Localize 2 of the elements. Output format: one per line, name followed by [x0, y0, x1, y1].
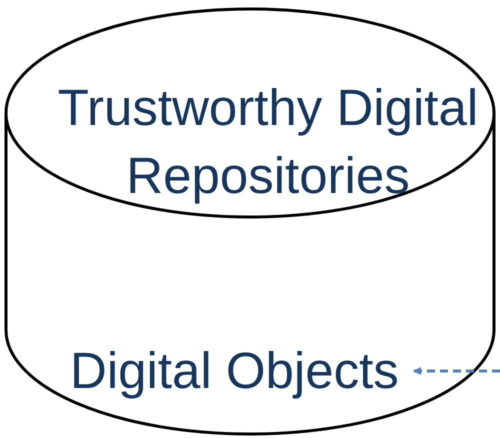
dashed-arrow: [413, 367, 500, 375]
node-label: Digital Objects: [70, 340, 410, 402]
